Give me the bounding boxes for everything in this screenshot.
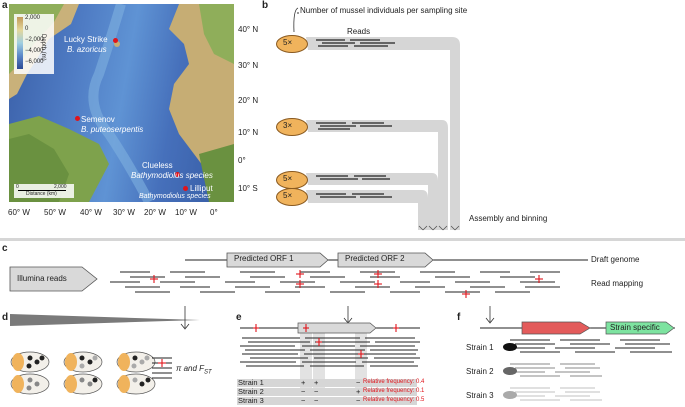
strain-row: [237, 388, 417, 396]
diversity-diagram: [10, 306, 200, 395]
strain-call: −: [301, 387, 306, 396]
site-species: Bathymodiolus species: [131, 171, 213, 180]
scale-label: Distance (km): [26, 191, 57, 197]
depth-legend: 2,000 0 −2,000 −4,000 −6,000 Depth (m): [14, 14, 54, 74]
site-name: Lucky Strike: [64, 35, 108, 44]
strain-label: Strain 2: [466, 367, 494, 376]
panel-f-label: f: [457, 312, 461, 323]
strain-row: [237, 379, 417, 387]
site-marker-semenov: [75, 116, 80, 121]
mussel-count: 5×: [283, 174, 293, 183]
mussel-count: 5×: [283, 38, 293, 47]
draft-genome-label: Draft genome: [591, 255, 640, 264]
strain-call: −: [356, 378, 361, 387]
legend-tick: −4,000: [25, 48, 44, 54]
scale-value: 2,000: [54, 184, 67, 190]
lon-label: 10° W: [175, 208, 197, 217]
lat-label: 10° S: [238, 184, 258, 193]
mapping-diagram: [9, 252, 588, 298]
site-marker-lucky-strike: [113, 38, 118, 43]
section-divider: [0, 238, 685, 241]
mussel-count: 3×: [283, 121, 293, 130]
scale-zero: 0: [16, 184, 19, 190]
site-marker-lilliput: [183, 186, 188, 191]
scale-bar: 0 2,000 Distance (km): [14, 184, 74, 198]
strain-specific-diagram: [480, 306, 675, 401]
lon-label: 40° W: [80, 208, 102, 217]
panel-d-label: d: [2, 312, 9, 323]
fst-subscript: ST: [204, 369, 212, 376]
lat-label: 40° N: [238, 25, 259, 34]
read-mapping-label: Read mapping: [591, 279, 644, 288]
sampling-diagram: [293, 7, 460, 231]
pi-fst-text: π and F: [176, 364, 205, 373]
assembly-label: Assembly and binning: [469, 214, 548, 223]
legend-tick: 0: [25, 26, 29, 32]
strain-specific-label: Strain specific: [610, 323, 660, 332]
lon-label: 50° W: [44, 208, 66, 217]
site-name: Lilliput: [190, 184, 213, 193]
strain-frequency: Relative frequency: 0.5: [363, 397, 425, 403]
reads-label: Reads: [347, 27, 371, 36]
strain-call: +: [356, 387, 361, 396]
strain-call: −: [356, 396, 361, 405]
panel-b-label: b: [262, 0, 269, 11]
strain-name: Strain 1: [238, 378, 264, 387]
legend-tick: 2,000: [25, 15, 41, 21]
lon-label: 60° W: [8, 208, 30, 217]
panel-c-label: c: [2, 243, 8, 254]
site-name: Clueless: [142, 161, 173, 170]
strain-label: Strain 3: [466, 391, 494, 400]
strain-call: +: [301, 378, 306, 387]
site-name: Semenov: [81, 115, 115, 124]
legend-axis-label: Depth (m): [40, 34, 46, 61]
strain-call: +: [314, 378, 319, 387]
strain-row: [237, 397, 417, 405]
lat-label: 10° N: [238, 128, 259, 137]
strain-name: Strain 3: [238, 396, 264, 405]
ocean-map: 2,000 0 −2,000 −4,000 −6,000 Depth (m) L…: [9, 4, 234, 202]
pi-fst-label: π and FST: [176, 364, 212, 376]
mussel-icon: [276, 118, 308, 136]
strain-frequency: Relative frequency: 0.4: [363, 379, 425, 385]
lat-label: 0°: [238, 156, 246, 165]
strain-call-diagram: [240, 306, 420, 394]
mussel-icon: [276, 35, 308, 53]
strain-name: Strain 2: [238, 387, 264, 396]
strain-call: −: [314, 396, 319, 405]
strain-frequency: Relative frequency: 0.1: [363, 388, 425, 394]
strain-call: −: [314, 387, 319, 396]
panel-a-label: a: [2, 0, 8, 11]
site-species: B. puteoserpentis: [81, 125, 144, 134]
orf2-label: Predicted ORF 2: [345, 254, 405, 263]
panel-b-title: Number of mussel individuals per samplin…: [300, 6, 468, 15]
site-species: Bathymodiolus species: [139, 193, 211, 200]
lat-label: 20° N: [238, 96, 259, 105]
orf1-label: Predicted ORF 1: [234, 254, 294, 263]
site-species: B. azoricus: [67, 45, 107, 54]
panel-e-label: e: [236, 312, 242, 323]
lon-label: 30° W: [113, 208, 135, 217]
lon-label: 20° W: [144, 208, 166, 217]
lat-label: 30° N: [238, 61, 259, 70]
strain-label: Strain 1: [466, 343, 494, 352]
legend-tick: −6,000: [25, 59, 44, 65]
mussel-icon: [276, 188, 308, 206]
legend-tick: −2,000: [25, 37, 44, 43]
illumina-reads-label: Illumina reads: [17, 274, 67, 283]
lon-label: 0°: [210, 208, 218, 217]
strain-call: −: [301, 396, 306, 405]
mussel-count: 5×: [283, 191, 293, 200]
site-marker-clueless: [175, 172, 180, 177]
